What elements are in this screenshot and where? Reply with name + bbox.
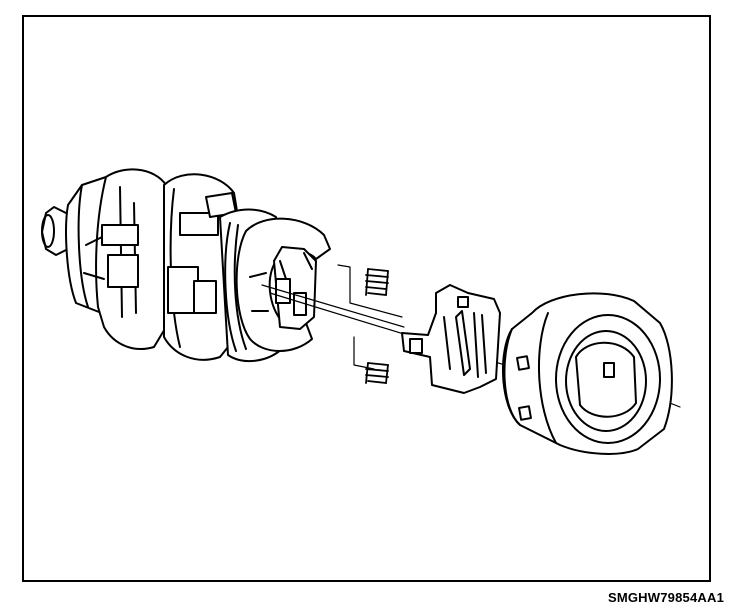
lower-spring bbox=[365, 362, 389, 384]
exploded-view-diagram bbox=[41, 168, 681, 455]
lock-cylinder-body bbox=[41, 168, 331, 363]
diagram-frame bbox=[22, 15, 711, 582]
cylinder-cap bbox=[502, 292, 673, 455]
retainer-plate bbox=[401, 284, 501, 394]
figure-reference-code: SMGHW79854AA1 bbox=[607, 590, 724, 605]
upper-spring bbox=[365, 268, 389, 296]
